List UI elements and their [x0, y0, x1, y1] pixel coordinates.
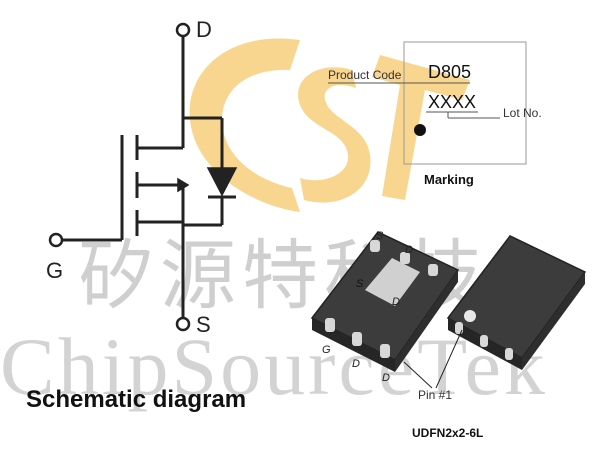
source-terminal: [175, 316, 191, 332]
chip-right-pad-1: [455, 322, 463, 334]
chip-left-side-right: [395, 270, 458, 372]
chip-label-g-bottom: G: [322, 344, 331, 356]
chip-pad-4: [370, 240, 380, 252]
chip-right-pad-2: [480, 335, 488, 347]
chip-pad-1: [325, 318, 335, 332]
gate-terminal: [48, 232, 64, 248]
marking-title: Marking: [424, 172, 474, 187]
chip-left-pad-center: [365, 258, 420, 306]
pin1-label: Pin #1: [418, 388, 453, 402]
source-label: S: [196, 312, 211, 337]
chip-label-d-mid: D: [392, 296, 400, 308]
logo-s-shape: [298, 67, 371, 203]
drain-label: D: [196, 17, 212, 42]
product-code-label: Product Code: [328, 68, 402, 82]
chip-label-d-bottom1: D: [352, 358, 360, 370]
chip-label-s-left: S: [356, 278, 364, 290]
chip-pad-3: [380, 344, 390, 358]
chip-pad-2: [352, 332, 362, 346]
chip-right-side-right: [522, 272, 585, 370]
schematic-title: Schematic diagram: [26, 386, 247, 413]
chip-pad-5: [400, 252, 410, 264]
chip-pad-6: [428, 264, 438, 276]
chip-label-s-top: S: [376, 230, 384, 242]
chip-top-view: [446, 235, 587, 370]
chip-pin1-marker: [464, 310, 476, 322]
chip-label-d-bottom2: D: [382, 372, 390, 384]
lot-number-label: Lot No.: [503, 106, 542, 120]
body-diode-triangle: [206, 167, 238, 197]
chip-label-d-top: D: [405, 244, 413, 256]
logo-t-bar: [372, 55, 470, 200]
lot-code-value: XXXX: [428, 92, 477, 112]
package-name: UDFN2x2-6L: [412, 426, 484, 440]
product-code-value: D805: [428, 62, 472, 82]
chip-right-pad-3: [505, 348, 513, 360]
gate-label: G: [46, 258, 64, 283]
marking-package-outline: [403, 41, 527, 165]
chip-bottom-view: [310, 231, 460, 372]
pin1-leader-2: [403, 361, 433, 389]
pin1-dot: [414, 124, 426, 136]
pin1-leader: [435, 329, 463, 389]
watermark-english: ChipSourceTek: [0, 321, 548, 412]
